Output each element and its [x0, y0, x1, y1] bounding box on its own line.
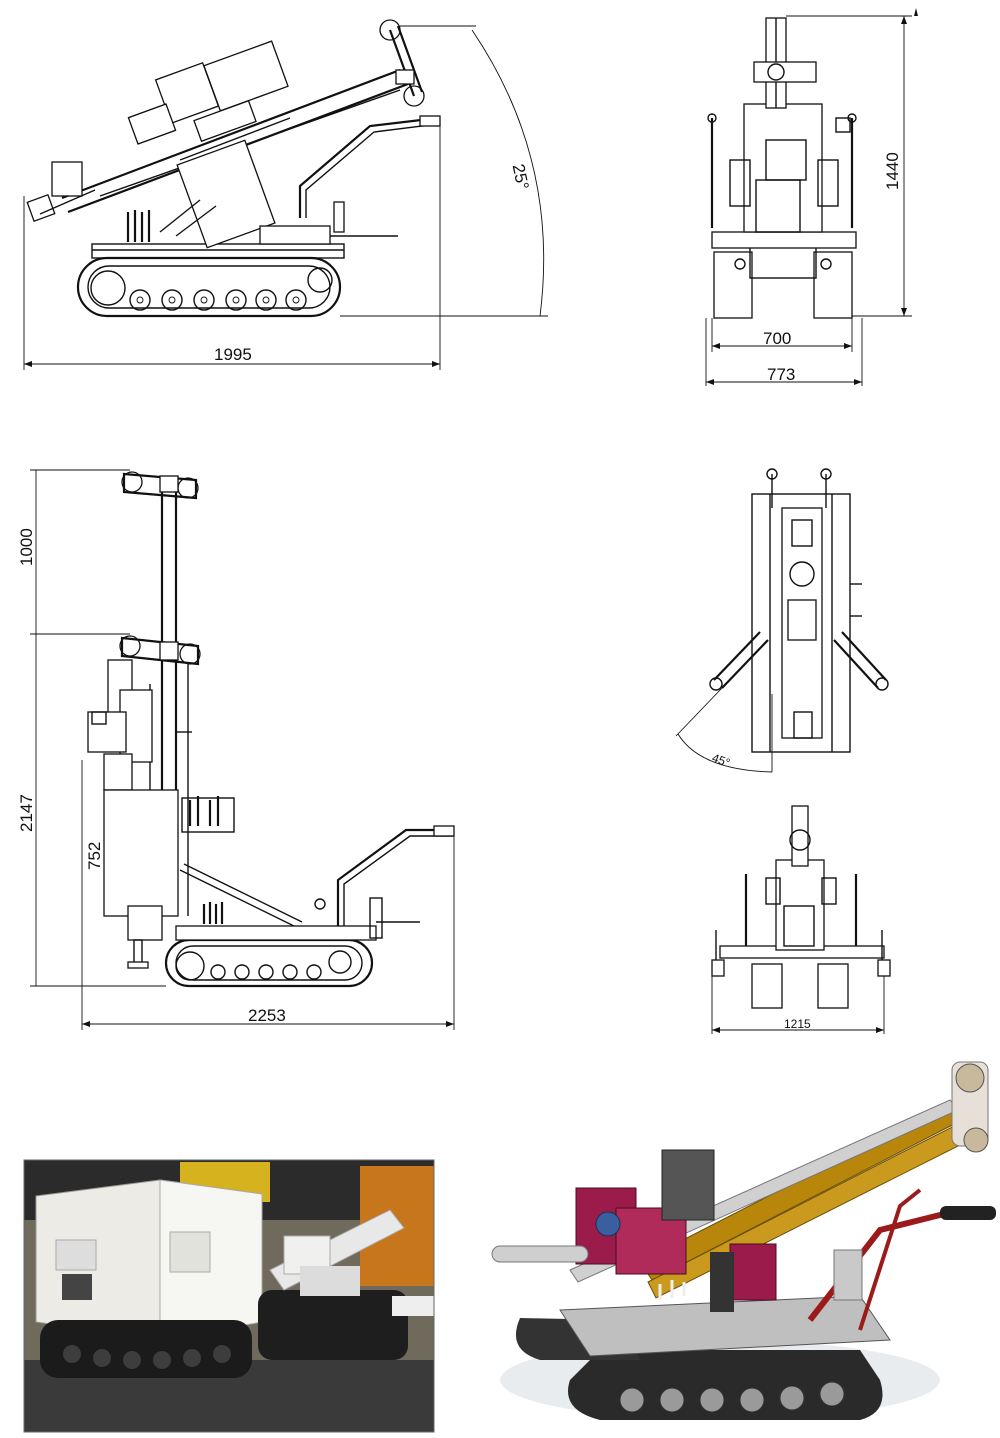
- dimension-1440: [786, 8, 918, 317]
- handle-raised: [336, 825, 455, 926]
- track-rollers: [90, 267, 333, 311]
- generator-cabinet: [35, 1179, 263, 1341]
- dimension-label-1995: 1995: [214, 345, 252, 364]
- rear-view-drawing: 1215: [711, 805, 891, 1034]
- top-crosshead: [121, 471, 199, 500]
- left-track: [713, 251, 753, 319]
- angle-label-45: 45°: [710, 751, 732, 770]
- drill-rig-photo: [258, 1209, 434, 1360]
- dimension-label-752: 752: [85, 842, 104, 870]
- angle-label-25: 25°: [509, 162, 533, 191]
- dimension-label-2253: 2253: [248, 1006, 286, 1025]
- render-drill-head: [491, 1149, 715, 1275]
- dimension-1995: [23, 120, 441, 370]
- control-levers: [126, 210, 151, 242]
- dimension-1215: [711, 976, 885, 1034]
- dimension-label-773: 773: [767, 365, 795, 384]
- top-view-drawing: 45°: [675, 468, 889, 773]
- dimension-773: [705, 318, 863, 386]
- side-view-raised-drawing: 1000 2147 752 2253: [17, 469, 455, 1030]
- front-view-drawing: 1440 700 773: [705, 8, 918, 386]
- angle-arc-45: [675, 687, 773, 773]
- right-track: [813, 251, 853, 319]
- angle-arc-25: [340, 25, 548, 317]
- machine-photo: [23, 1159, 435, 1433]
- render-handle: [807, 1188, 996, 1331]
- mast-tilted: [26, 68, 409, 222]
- render-pulley: [951, 1061, 989, 1153]
- drill-head: [127, 40, 289, 249]
- drill-head-raised: [87, 659, 192, 791]
- control-panel: [181, 796, 235, 833]
- swing-arms: [709, 631, 889, 691]
- dimension-label-2147: 2147: [17, 794, 36, 832]
- machine-3d-render: [491, 1061, 996, 1420]
- dimension-1000: [30, 469, 130, 635]
- top-pulley: [379, 19, 425, 107]
- dimension-2253: [81, 760, 455, 1030]
- dimension-700: [711, 318, 853, 352]
- dimension-label-1000: 1000: [17, 528, 36, 566]
- handle: [298, 115, 441, 218]
- dimension-label-1215: 1215: [784, 1017, 811, 1031]
- dimension-label-1440: 1440: [883, 152, 902, 190]
- lower-crosshead: [119, 635, 201, 666]
- dimension-label-700: 700: [763, 329, 791, 348]
- track-raised: [164, 938, 374, 988]
- side-view-tilted-drawing: 1995 25°: [23, 19, 548, 370]
- render-track: [515, 1318, 883, 1420]
- dimension-2147: [30, 634, 166, 987]
